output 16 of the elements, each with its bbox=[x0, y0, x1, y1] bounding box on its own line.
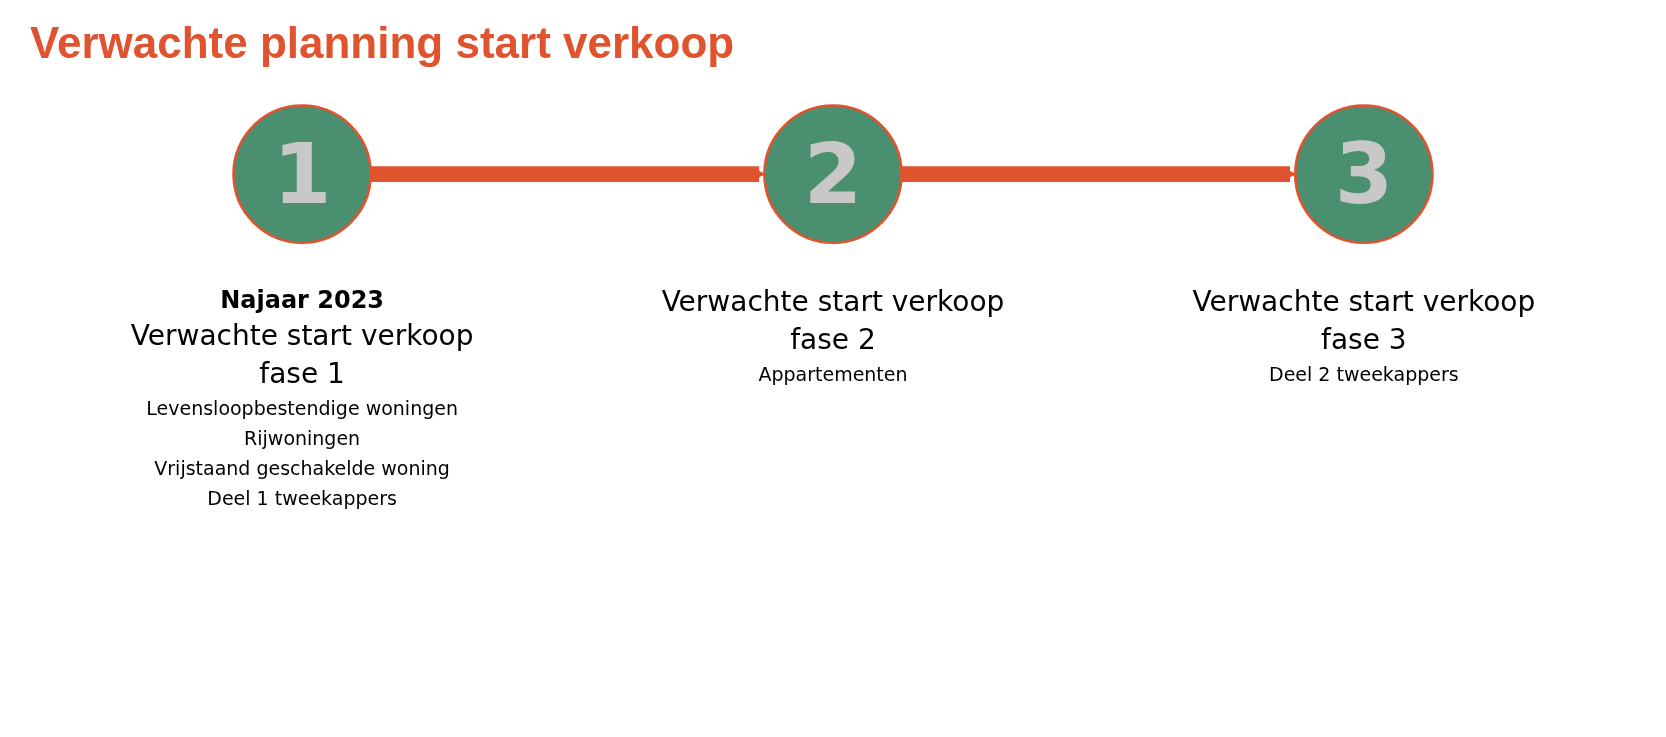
node-circle: 2 bbox=[763, 104, 903, 244]
date-heading: Najaar 2023 bbox=[220, 284, 385, 316]
node-circle: 1 bbox=[232, 104, 373, 244]
arrow bbox=[370, 166, 765, 182]
arrow bbox=[901, 166, 1296, 182]
phase-caption: Verwachte start verkoop fase 3 bbox=[1191, 283, 1537, 358]
housing-type-text: Deel 2 tweekappers bbox=[1269, 361, 1459, 387]
phase-caption: Verwachte start verkoop fase 2 bbox=[660, 283, 1006, 358]
diagram-title: Verwachte planning start verkoop bbox=[30, 18, 735, 68]
housing-type-text: Appartementen bbox=[758, 361, 908, 387]
housing-type-text: Vrijstaand geschakelde woning bbox=[154, 455, 450, 481]
phase-caption: Verwachte start verkoop fase 1 bbox=[129, 317, 475, 392]
node-circle: 3 bbox=[1293, 104, 1434, 244]
housing-type-text: Deel 1 tweekappers bbox=[207, 485, 397, 511]
housing-type-text: Rijwoningen bbox=[244, 425, 361, 451]
housing-type-text: Levensloopbestendige woningen bbox=[146, 395, 458, 421]
